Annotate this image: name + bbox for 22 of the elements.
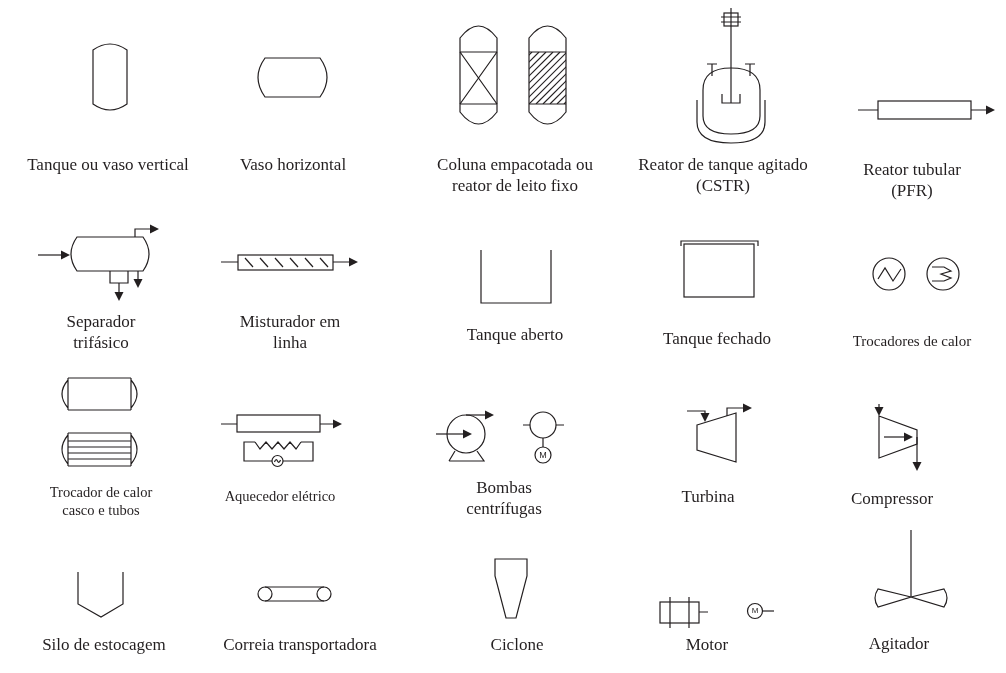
equipment-caption: Separador trifásico [66, 311, 136, 354]
equipment-caption: Turbina [680, 486, 736, 508]
equipment-caption: Agitador [868, 633, 930, 655]
equipment-caption: Trocadores de calor [852, 332, 972, 351]
equipment-caption: Tanque aberto [466, 324, 564, 346]
equipment-caption: Compressor [850, 488, 934, 510]
equipment-caption: Aquecedor elétrico [224, 487, 336, 506]
equipment-caption: Bombas centrífugas [465, 477, 543, 520]
motor-letter: M [751, 607, 759, 615]
equipment-caption: Silo de estocagem [41, 634, 167, 656]
equipment-caption: Vaso horizontal [239, 154, 347, 176]
equipment-caption: Coluna empacotada ou reator de leito fixo [436, 154, 594, 197]
equipment-caption: Motor [685, 634, 729, 656]
equipment-caption: Correia transportadora [222, 634, 378, 656]
motor-letter: M [538, 450, 548, 460]
equipment-caption: Misturador em linha [239, 311, 341, 354]
equipment-caption: Reator de tanque agitado (CSTR) [637, 154, 809, 197]
equipment-caption: Trocador de calor casco e tubos [49, 483, 153, 520]
equipment-caption: Reator tubular (PFR) [862, 159, 962, 202]
equipment-caption: Tanque fechado [662, 328, 772, 350]
equipment-caption: Tanque ou vaso vertical [26, 154, 190, 176]
equipment-caption: Ciclone [490, 634, 544, 656]
